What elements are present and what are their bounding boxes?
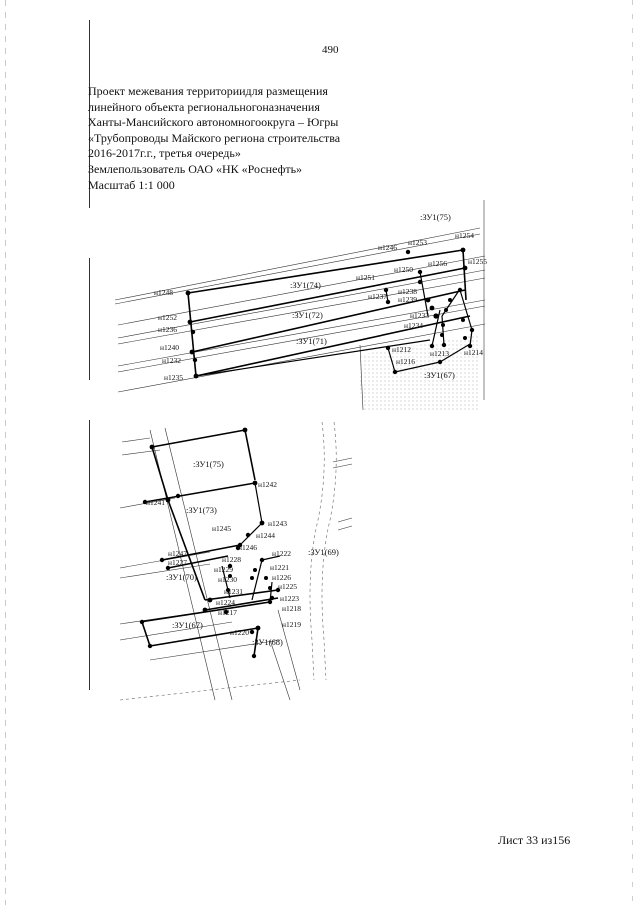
point-label: н1219: [282, 620, 301, 629]
point-label: н1230: [218, 575, 237, 584]
point-label: н1229: [214, 565, 233, 574]
point-label: н1216: [396, 357, 415, 366]
parcel-labels: :ЗУ1(75) :ЗУ1(74) :ЗУ1(72) :ЗУ1(71) :ЗУ1…: [290, 212, 455, 380]
point-label: н1238: [398, 287, 417, 296]
point-label: н1255: [468, 257, 487, 266]
title-line: 2016-2017г.г., третья очередь»: [88, 146, 241, 161]
point-label: н1231: [224, 587, 243, 596]
hatched-area: [358, 335, 480, 410]
parcel-label: :ЗУ1(73): [186, 505, 217, 515]
point-label: н1239: [398, 295, 417, 304]
point-label: н1246: [238, 543, 257, 552]
point-label: н1247: [168, 549, 187, 558]
margin-line-bottom: [89, 420, 90, 690]
title-line: Землепользователь ОАО «НК «Роснефть»: [88, 161, 303, 176]
point-label: н1236: [158, 325, 177, 334]
point-label: н1225: [278, 582, 297, 591]
point-label: н1220: [230, 628, 249, 637]
page-edge-left: [5, 0, 6, 905]
background-lines: [114, 200, 486, 411]
point-label: н1256: [428, 259, 447, 268]
point-label: н1250: [394, 265, 413, 274]
sheet-number: Лист 33 из156: [498, 833, 571, 847]
point-label: н1252: [158, 313, 177, 322]
point-label: н1222: [272, 549, 291, 558]
parcel-label: :ЗУ1(70): [166, 572, 197, 582]
point-label: н1212: [392, 345, 411, 354]
point-label: н1248: [154, 288, 173, 297]
point-label: н1227: [168, 558, 187, 567]
point-label: н1223: [280, 594, 299, 603]
point-label: н1253: [408, 238, 427, 247]
point-labels: н1246 н1253 н1254 н1256 н1255 н1250 н125…: [154, 231, 487, 382]
title-line: «Трубопроводы Майского региона строитель…: [88, 130, 341, 145]
parcel-label: :ЗУ1(72): [292, 310, 323, 320]
title-line: Масштаб 1:1 000: [88, 177, 175, 192]
point-label: н1243: [268, 519, 287, 528]
point-label: н1233: [410, 311, 429, 320]
point-label: н1244: [256, 531, 275, 540]
point-labels-2: н1242 н1241 н1243 н1245 н1244 н1246 н124…: [146, 480, 301, 637]
parcel-label: :ЗУ1(75): [420, 212, 451, 222]
point-label: н1251: [356, 273, 375, 282]
point-label: н1237: [368, 292, 387, 301]
point-label: н1246: [378, 243, 397, 252]
parcel-label: :ЗУ1(69): [308, 547, 339, 557]
title-line: Проект межевания территориидля размещени…: [88, 84, 328, 98]
title-block: Проект межевания территориидля размещени…: [88, 84, 428, 193]
point-label: н1224: [216, 598, 235, 607]
margin-line-top: [89, 20, 90, 208]
point-label: н1234: [404, 321, 423, 330]
point-label: н1213: [430, 349, 449, 358]
parcel-label: :ЗУ1(67): [424, 370, 455, 380]
parcel-labels-2: :ЗУ1(75) :ЗУ1(73) :ЗУ1(69) :ЗУ1(70) :ЗУ1…: [166, 459, 339, 647]
title-line: Ханты-Мансийского автономногоокруга – Юг…: [88, 115, 339, 130]
parcel-label: :ЗУ1(68): [252, 637, 283, 647]
road-edges: [119, 421, 337, 701]
point-label: н1226: [272, 573, 291, 582]
boundary-lines-2: [139, 429, 279, 657]
page-edge-right: [632, 0, 633, 905]
background-lines-2: [119, 427, 353, 701]
margin-line-mid: [89, 258, 90, 380]
parcel-label: :ЗУ1(67): [172, 620, 203, 630]
point-label: н1217: [218, 608, 237, 617]
point-label: н1245: [212, 524, 231, 533]
page-number: 490: [322, 44, 339, 56]
point-label: н1218: [282, 604, 301, 613]
point-label: н1241: [146, 498, 165, 507]
point-label: н1240: [160, 343, 179, 352]
point-label: н1242: [258, 480, 277, 489]
point-label: н1228: [222, 555, 241, 564]
boundary-lines: [187, 249, 471, 377]
parcel-label: :ЗУ1(75): [193, 459, 224, 469]
boundary-points-2: [139, 427, 281, 659]
point-label: н1254: [455, 231, 474, 240]
point-label: н1235: [164, 373, 183, 382]
parcel-label: :ЗУ1(71): [296, 336, 327, 346]
title-line: линейного объекта региональногоназначени…: [88, 99, 320, 114]
boundary-points: [185, 247, 475, 379]
point-label: н1221: [270, 563, 289, 572]
point-label: н1232: [162, 356, 181, 365]
parcel-label: :ЗУ1(74): [290, 280, 321, 290]
point-label: н1214: [464, 348, 483, 357]
